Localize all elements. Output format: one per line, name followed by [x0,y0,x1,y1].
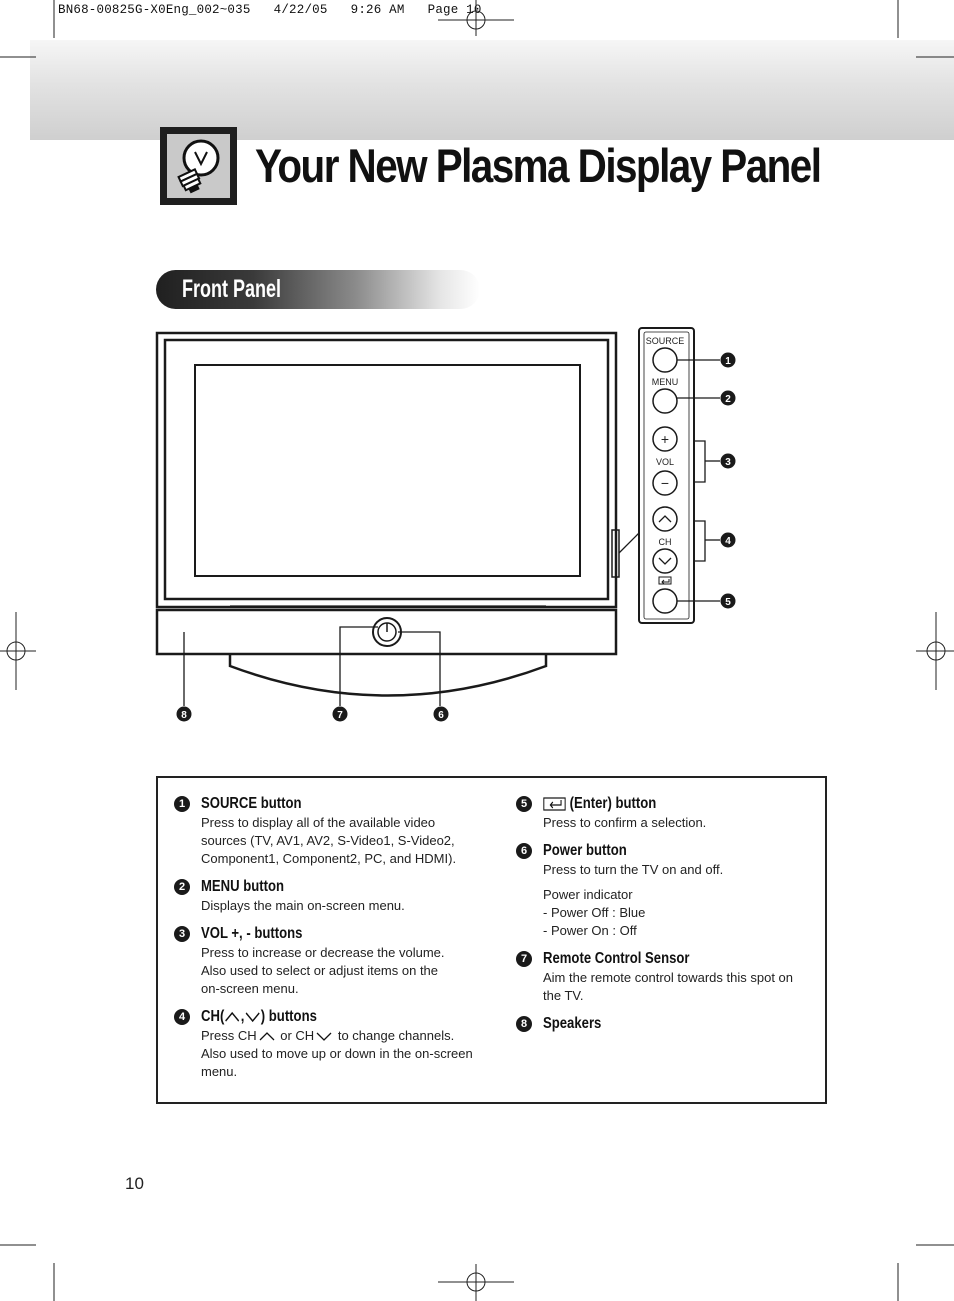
item-number: 6 [516,843,532,859]
item-desc: Press to confirm a selection. [543,815,707,830]
item-title: VOL +, - buttons [201,925,303,942]
callout-markers [176,352,736,722]
item-desc: Press to display all of the available vi… [201,815,436,830]
item-ch: 4 CH(, ) buttons Press CH or CH to change… [174,1007,494,1081]
item-number: 4 [174,1009,190,1025]
item-desc: the TV. [543,988,584,1003]
item-enter: 5 (Enter) button Press to confirm a sele… [516,794,816,832]
item-title: (Enter) button [543,794,767,814]
page-number: 10 [125,1174,144,1193]
item-source: 1 SOURCE button Press to display all of … [174,794,494,868]
ch-title-suffix: ) buttons [260,1008,317,1025]
description-box: 1 SOURCE button Press to display all of … [156,776,827,1104]
description-column-left: 1 SOURCE button Press to display all of … [174,794,494,1090]
enter-icon [658,576,672,585]
item-vol: 3 VOL +, - buttons Press to increase or … [174,924,494,998]
callout-2: 2 [725,394,731,405]
item-title: CH(, ) buttons [201,1007,441,1027]
item-title: Power button [543,842,627,859]
item-speakers: 8 Speakers [516,1014,816,1034]
item-number: 8 [516,1016,532,1032]
menu-label: MENU [652,377,679,387]
item-desc: Press to increase or decrease the volume… [201,945,445,960]
ch-title-prefix: CH( [201,1008,225,1025]
chevron-down-icon [658,557,672,565]
item-number: 2 [174,879,190,895]
vol-plus-glyph: + [661,431,669,447]
callout-5: 5 [725,597,731,608]
item-desc: on-screen menu. [201,981,299,996]
power-indicator-on: - Power On : Off [543,923,637,938]
side-control-panel [638,327,695,624]
ch-label: CH [659,537,672,547]
chevron-down-icon [316,1032,332,1041]
item-title: Remote Control Sensor [543,950,690,967]
page-title: Your New Plasma Display Panel [255,139,822,192]
item-desc: sources (TV, AV1, AV2, S-Video1, S-Video… [201,833,455,848]
callout-8: 8 [181,710,187,721]
description-column-right: 5 (Enter) button Press to confirm a sele… [516,794,816,1043]
chevron-up-icon [658,515,672,523]
item-menu: 2 MENU button Displays the main on-scree… [174,877,494,915]
item-desc: Press to turn the TV on and off. [543,862,724,877]
item-title: Speakers [543,1015,602,1032]
callout-6: 6 [438,710,444,721]
callout-1: 1 [725,356,731,367]
callout-4: 4 [725,536,731,547]
item-desc: Press CH or CH to change channels. [201,1028,455,1043]
item-number: 1 [174,796,190,812]
chevron-up-icon [259,1032,275,1041]
power-indicator-label: Power indicator [543,887,633,902]
item-desc: menu. [201,1064,238,1079]
chevron-up-icon [225,1011,240,1022]
item-remote-sensor: 7 Remote Control Sensor Aim the remote c… [516,949,816,1005]
item-number: 3 [174,926,190,942]
enter-icon [543,797,566,811]
item-desc: Also used to move up or down in the on-s… [201,1046,473,1061]
item-number: 5 [516,796,532,812]
power-button [372,617,402,647]
print-slug: BN68-00825G-X0Eng_002~035 4/22/05 9:26 A… [58,3,482,17]
source-label: SOURCE [646,336,685,346]
power-indicator-off: - Power Off : Blue [543,905,646,920]
tv-outline [155,331,620,697]
item-desc: Component1, Component2, PC, and HDMI). [201,851,457,866]
item-desc: Also used to select or adjust items on t… [201,963,439,978]
item-title: SOURCE button [201,795,302,812]
callout-3: 3 [725,457,731,468]
callout-7: 7 [337,710,343,721]
item-title: MENU button [201,878,285,895]
item-desc: Aim the remote control towards this spot… [543,970,794,985]
section-title: Front Panel [182,275,282,303]
header-band [30,40,954,140]
chevron-down-icon [245,1012,260,1022]
lightbulb-icon [160,127,237,205]
vol-minus-glyph: − [661,475,669,491]
item-power: 6 Power button Press to turn the TV on a… [516,841,816,940]
item-number: 7 [516,951,532,967]
ch-title-mid: , [240,1008,245,1025]
vol-label: VOL [656,457,674,467]
section-header-bar [156,270,480,309]
item-desc: Displays the main on-screen menu. [201,898,405,913]
